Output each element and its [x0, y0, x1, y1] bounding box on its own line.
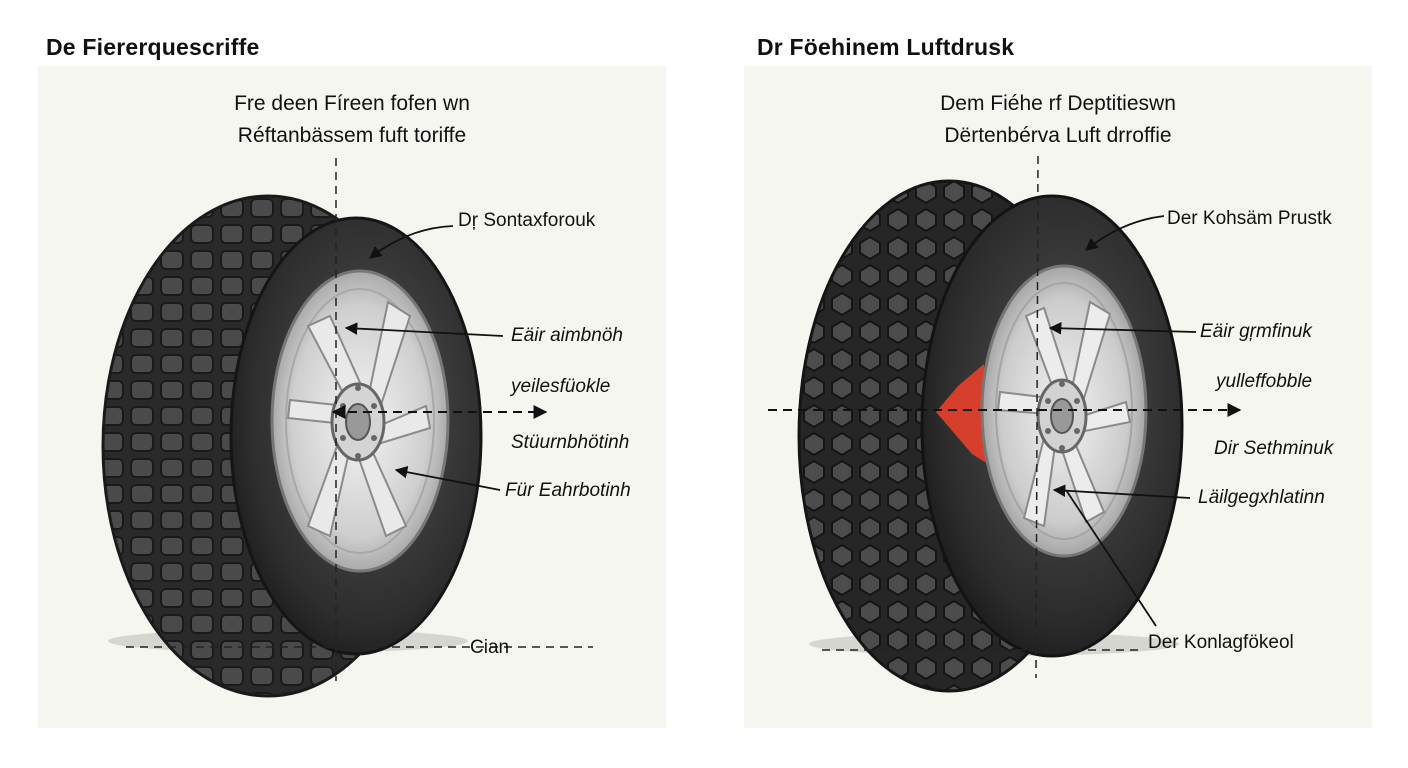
left-label-2: Eäir aimbnöh [511, 325, 623, 346]
left-subtitle-line-1: Fre deen Fíreen fofen wn [234, 92, 470, 115]
left-tire-illustration [101, 158, 593, 698]
right-tire-illustration [768, 155, 1242, 693]
right-label-2: Eäir gŗmfinuk [1200, 321, 1312, 342]
leader-arrow-2 [1048, 322, 1197, 335]
right-diagram-panel: Dem Fiéhe rf Deptitieswn Dërtenbérva Luf… [744, 66, 1372, 728]
leader-arrow-2 [344, 322, 504, 337]
leader-arrow-3 [394, 465, 501, 491]
right-subtitle-line-1: Dem Fiéhe rf Deptitieswn [940, 92, 1176, 115]
right-label-4: Dir Sethminuk [1214, 438, 1334, 459]
right-subtitle-line-2: Dërtenbérva Luft drroffie [944, 124, 1172, 147]
left-subtitle-line-2: Réftanbässem fuft toriffe [237, 124, 467, 147]
left-label-3: yeilesfüokle [511, 376, 611, 397]
right-label-3: yulleffobble [1216, 371, 1313, 392]
right-label-1: Der Kohsäm Prustk [1167, 208, 1332, 229]
leader-arrow-1 [369, 225, 454, 259]
right-diagram-title: Dr Föehinem Luftdrusk [757, 34, 1015, 60]
leader-line-4 [1065, 489, 1157, 627]
pressure-highlight [936, 364, 988, 464]
leader-arrow-1 [1085, 215, 1165, 251]
right-label-6: Der Konlagfökeol [1148, 632, 1294, 653]
left-label-4: Stüurnbhötinh [511, 432, 630, 453]
vertical-axis-line [1035, 155, 1039, 679]
left-diagram-title: De Fiererquescriffe [46, 34, 260, 60]
left-label-6: Cian [470, 637, 510, 658]
right-label-5: Läilgegxhlatinn [1198, 487, 1325, 508]
left-label-1: Dŗ Sontaxforouk [458, 210, 596, 231]
left-label-5: Für Eahrbotinh [505, 480, 631, 501]
left-diagram-panel: Fre deen Fíreen fofen wn Réftanbässem fu… [38, 66, 666, 728]
leader-arrow-3 [1052, 484, 1191, 499]
